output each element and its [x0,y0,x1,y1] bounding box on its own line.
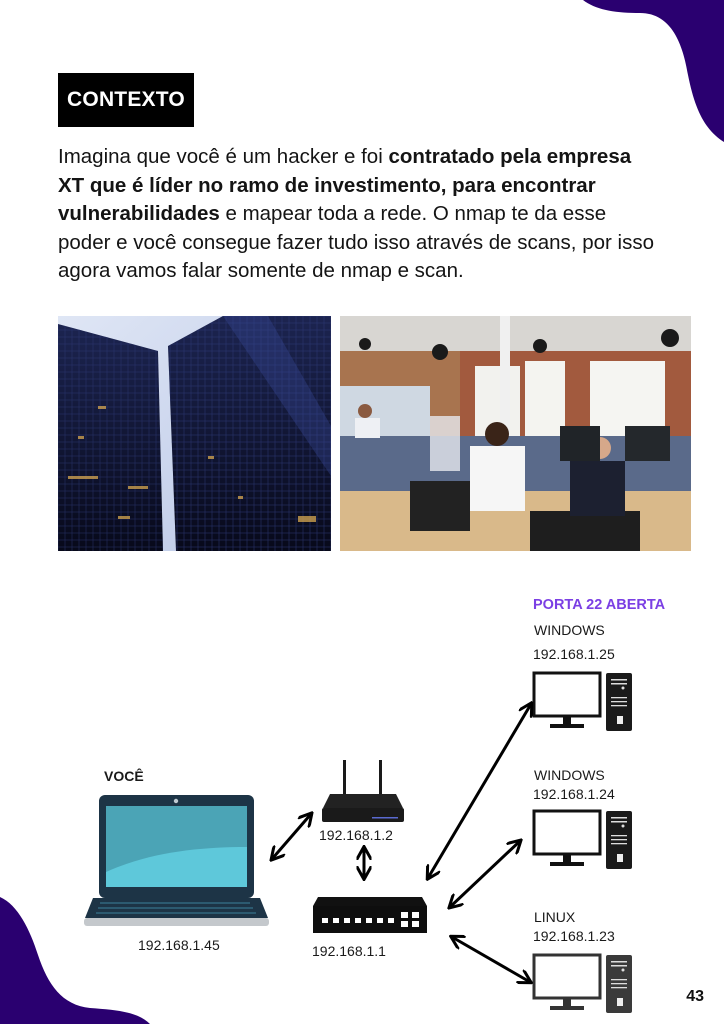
corner-decoration-bottom-left [0,897,150,1024]
router-ip-label: 192.168.1.2 [319,827,393,843]
wifi-router-icon [322,760,404,822]
connection-arrows [272,704,531,982]
office-photo [340,316,691,551]
intro-text-regular: Imagina que você é um hacker e foi [58,145,389,168]
host-3-os-label: LINUX [534,909,576,925]
host-3-ip-label: 192.168.1.23 [533,928,615,944]
desktop-computer-icon-1 [532,671,632,731]
desktop-computer-icon-2 [532,809,632,869]
network-switch-icon [313,897,427,933]
host-2-os-label: WINDOWS [534,767,605,783]
host-2-ip-label: 192.168.1.24 [533,786,615,802]
switch-ip-label: 192.168.1.1 [312,943,386,959]
desktop-computer-icon-3 [532,953,632,1013]
host-1-ip-label: 192.168.1.25 [533,646,615,662]
intro-paragraph: Imagina que você é um hacker e foi contr… [58,143,658,286]
intro-text-bold: contratado pela empresa XT que é líder n… [58,145,632,225]
intro-text-regular-end: e mapear toda a rede. O nmap te da esse … [58,202,654,282]
open-port-status: PORTA 22 ABERTA [533,597,666,613]
laptop-icon [84,795,269,926]
section-heading: CONTEXTO [58,73,194,127]
page-number: 43 [686,988,704,1005]
skyscrapers-photo [58,316,331,551]
you-label: VOCÊ [104,768,144,784]
you-ip-label: 192.168.1.45 [138,937,220,953]
host-1-os-label: WINDOWS [534,622,605,638]
